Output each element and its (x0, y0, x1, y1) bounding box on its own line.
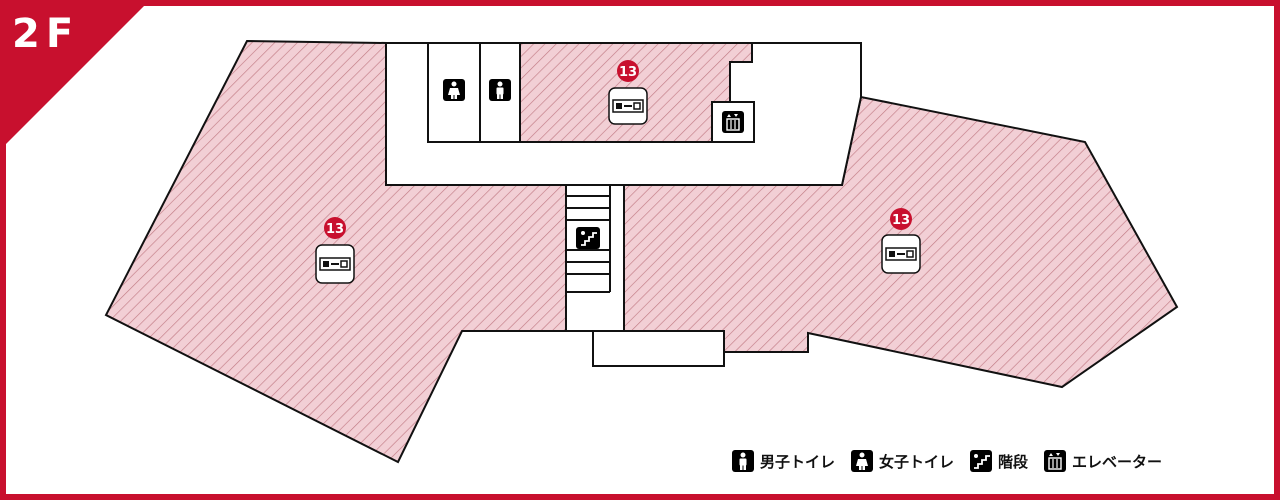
stairs-icon (970, 450, 993, 472)
legend-item-womens-toilet: 女子トイレ (851, 450, 954, 472)
floor-badge-corner (0, 0, 150, 150)
entrance-box (592, 330, 725, 367)
floor-label: 2F (12, 11, 80, 57)
stairs-area (565, 184, 625, 332)
elevator-room (711, 101, 755, 143)
stairs-icon (576, 227, 600, 249)
legend-label: エレベーター (1072, 452, 1163, 471)
mens-toilet-icon (489, 79, 511, 101)
shop-number: 13 (619, 65, 637, 80)
legend-item-mens-toilet: 男子トイレ (732, 450, 835, 472)
shop-sign-icon (315, 244, 355, 284)
shop-north: 13 (608, 60, 648, 125)
mens-toilet-icon (732, 450, 754, 472)
elevator-icon (1044, 450, 1067, 472)
legend-label: 男子トイレ (760, 452, 836, 471)
legend-label: 女子トイレ (879, 452, 955, 471)
map-legend: 男子トイレ 女子トイレ 階段 エレベーター (732, 448, 1170, 474)
shop-number: 13 (892, 213, 910, 228)
legend-item-elevator: エレベーター (1044, 450, 1162, 472)
elevator-icon (722, 111, 744, 133)
womens-toilet-icon (443, 79, 465, 101)
shop-east: 13 (881, 208, 921, 274)
legend-label: 階段 (998, 452, 1029, 471)
shop-number: 13 (326, 222, 344, 237)
shop-west: 13 (315, 217, 355, 284)
shop-sign-icon (608, 87, 648, 125)
legend-item-stairs: 階段 (970, 450, 1028, 472)
shop-sign-icon (881, 234, 921, 274)
stairs-steps (566, 185, 611, 293)
womens-toilet-icon (851, 450, 874, 472)
